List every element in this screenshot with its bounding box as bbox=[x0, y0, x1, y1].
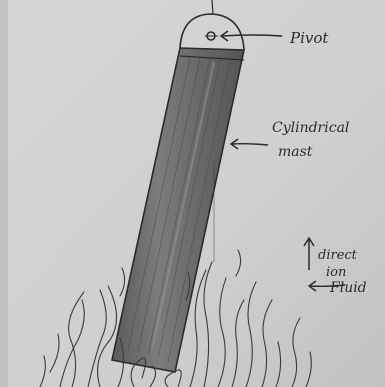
mast-label-line2: mast bbox=[278, 144, 313, 160]
direction-label-line2: ion bbox=[326, 265, 346, 280]
paper-edge-shadow bbox=[0, 0, 8, 387]
direction-label-line1: direct bbox=[318, 248, 358, 263]
fluid-label: Fluid bbox=[329, 280, 367, 296]
mast-label-line1: Cylindrical bbox=[272, 120, 349, 136]
pivot-label: Pivot bbox=[289, 29, 329, 47]
